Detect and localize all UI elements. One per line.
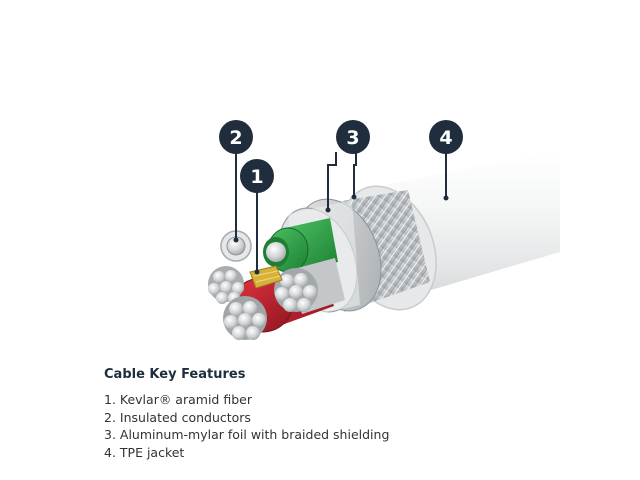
green-insulated-conductor [263, 218, 338, 273]
svg-text:3: 3 [346, 127, 359, 149]
small-insulated-conductor [220, 230, 252, 262]
legend-item: 3. Aluminum-mylar foil with braided shie… [104, 427, 390, 443]
leader-line-3 [327, 152, 337, 208]
svg-text:1: 1 [250, 166, 263, 188]
leader-dots [233, 194, 449, 275]
legend-item: 1. Kevlar® aramid fiber [104, 392, 252, 407]
legend-title: Cable Key Features [104, 367, 246, 382]
strand-bundle-bottom [223, 296, 267, 340]
svg-text:2: 2 [229, 127, 242, 149]
strand-bundle-right [274, 258, 345, 314]
legend-item: 2. Insulated conductors [104, 409, 251, 425]
conductor-strands [208, 258, 345, 340]
callout-badge-1: 1 [240, 159, 274, 193]
leader-line-3b [353, 152, 357, 195]
strand-bundle-left [208, 266, 244, 304]
callout-badge-3: 3 [336, 120, 370, 154]
callout-badge-4: 4 [429, 120, 463, 154]
legend-item: 4. TPE jacket [104, 444, 185, 460]
cable-features-legend: Cable Key Features 1. Kevlar® aramid fib… [104, 367, 389, 461]
legend-list: 1. Kevlar® aramid fiber 2. Insulated con… [104, 391, 389, 461]
svg-text:4: 4 [439, 127, 452, 149]
callout-badge-2: 2 [219, 120, 253, 154]
leader-lines [235, 152, 447, 270]
